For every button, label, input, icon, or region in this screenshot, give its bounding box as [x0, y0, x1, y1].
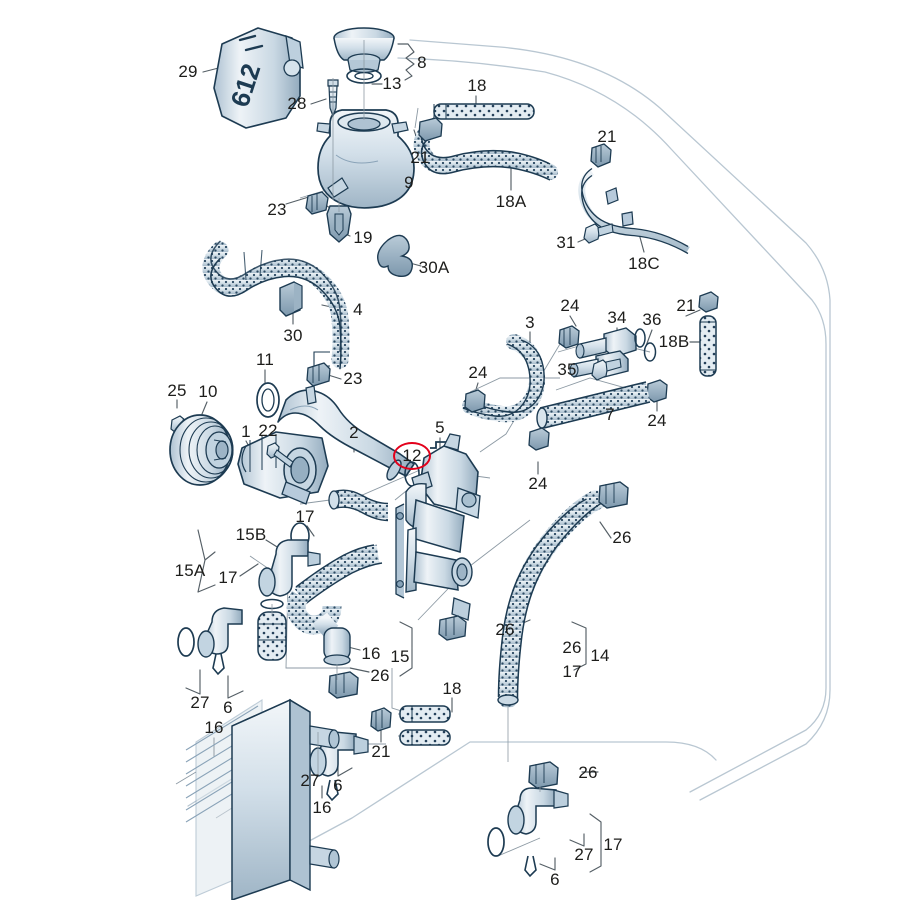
- callout-15B: 15B: [235, 525, 267, 544]
- callout-26-c: 26: [612, 528, 632, 547]
- callout-21-bottom: 21: [371, 742, 391, 761]
- part-23-clamp-upper: [305, 191, 329, 215]
- part-22-bolt: [266, 442, 294, 468]
- part-21-clamp-top-right: [590, 143, 612, 168]
- callout-6-c: 6: [550, 870, 560, 889]
- alignment-guides: [271, 40, 541, 792]
- callout-30: 30: [283, 326, 303, 345]
- callout-19: 19: [353, 228, 373, 247]
- part-16-radiator: [185, 698, 340, 900]
- part-10-water-pump-pulley: [169, 414, 234, 486]
- part-26-clamp-top-right-hose: [598, 481, 629, 509]
- callout-31: 31: [556, 233, 576, 252]
- callout-17-d: 17: [603, 835, 623, 854]
- part-1-water-pump: [237, 431, 329, 505]
- callout-15: 15: [390, 647, 410, 666]
- part-35-bolt: [591, 358, 622, 381]
- callout-34: 34: [607, 308, 627, 327]
- callout-11: 11: [255, 350, 275, 369]
- part-2-coolant-pipe: [277, 385, 415, 481]
- callout-10: 10: [198, 382, 218, 401]
- callout-35: 35: [557, 360, 577, 379]
- part-17-tee-lower-right: [487, 787, 569, 878]
- part-4-coolant-hose: [202, 240, 350, 370]
- callout-25: 25: [167, 381, 187, 400]
- part-7-coolant-hose: [536, 381, 651, 429]
- callout-22: 22: [258, 421, 278, 440]
- part-34-connector: [569, 327, 637, 378]
- callout-30A: 30A: [418, 258, 450, 277]
- part-19-retaining-clip: [326, 205, 352, 243]
- callout-24-a: 24: [560, 296, 580, 315]
- part-30A-hose-clip: [377, 234, 413, 278]
- callout-26-e: 26: [578, 763, 598, 782]
- callout-27-c: 27: [574, 845, 594, 864]
- part-11-seal: [256, 382, 280, 418]
- callout-5: 5: [435, 418, 445, 437]
- callout-16-c: 16: [312, 798, 332, 817]
- part-21-clamp-right: [698, 291, 719, 313]
- part-26-clamp-bottom: [528, 761, 559, 789]
- part-18C-vent-hose: [578, 167, 690, 255]
- callout-21-top-right: 21: [597, 127, 617, 146]
- thermostat-housing-assembly: [395, 433, 481, 621]
- part-18B-hose: [699, 315, 717, 377]
- part-18-hose-pair-top: [413, 103, 558, 181]
- callout-13: 13: [382, 74, 402, 93]
- callout-12-highlighted: 12: [402, 446, 422, 465]
- part-23-clamp-lower: [306, 362, 331, 387]
- callout-4: 4: [353, 300, 363, 319]
- part-29-coolant-canister: 612: [213, 27, 304, 129]
- callout-18B: 18B: [658, 332, 690, 351]
- callout-21-tank: 21: [410, 148, 430, 167]
- callout-24-b: 24: [468, 363, 488, 382]
- callout-21-right: 21: [676, 296, 696, 315]
- part-15A-elbow-group: [177, 607, 243, 676]
- part-14-long-hose: [497, 490, 606, 708]
- callout-17-c: 17: [562, 662, 582, 681]
- callout-26-b: 26: [495, 620, 515, 639]
- callout-36: 36: [642, 310, 662, 329]
- callout-27-b: 27: [300, 771, 320, 790]
- callout-14: 14: [590, 646, 610, 665]
- part-26-clamp-mid-15: [328, 671, 359, 699]
- callout-23-upper: 23: [267, 200, 287, 219]
- part-24-clamps: [464, 325, 668, 451]
- callout-18-bottom: 18: [442, 679, 462, 698]
- callout-9: 9: [404, 173, 414, 192]
- part-31-bolt: [583, 223, 614, 244]
- part-21-clamp-bottom: [370, 707, 392, 732]
- part-26-clamp-under-housing: [438, 615, 467, 641]
- callout-15A: 15A: [174, 561, 206, 580]
- callout-18C: 18C: [628, 254, 660, 273]
- callout-2: 2: [349, 423, 359, 442]
- callout-8: 8: [417, 53, 427, 72]
- part-15B-elbow: [258, 539, 321, 610]
- callout-1: 1: [241, 422, 251, 441]
- callout-24-c: 24: [647, 411, 667, 430]
- callout-26-d: 26: [562, 638, 582, 657]
- part-18-hose-pair-bottom: [399, 705, 451, 746]
- part-36-seals: [634, 328, 657, 362]
- callout-16-b: 16: [204, 718, 224, 737]
- callout-26-a: 26: [370, 666, 390, 685]
- callout-24-d: 24: [528, 474, 548, 493]
- part-3-coolant-hose: [462, 334, 546, 423]
- callout-17-a: 17: [295, 507, 315, 526]
- callout-18A: 18A: [495, 192, 527, 211]
- callout-3: 3: [525, 313, 535, 332]
- callout-18-top: 18: [467, 76, 487, 95]
- callout-28: 28: [287, 94, 307, 113]
- callout-6-b: 6: [333, 776, 343, 795]
- part-9-expansion-tank: [316, 109, 415, 209]
- callout-6-a: 6: [223, 698, 233, 717]
- callout-29: 29: [178, 62, 198, 81]
- callout-27-a: 27: [190, 693, 210, 712]
- part-30-hose-clip: [279, 281, 303, 317]
- callout-17-b: 17: [218, 568, 238, 587]
- callout-7: 7: [605, 405, 615, 424]
- callout-23-lower: 23: [343, 369, 363, 388]
- callout-16-a: 16: [361, 644, 381, 663]
